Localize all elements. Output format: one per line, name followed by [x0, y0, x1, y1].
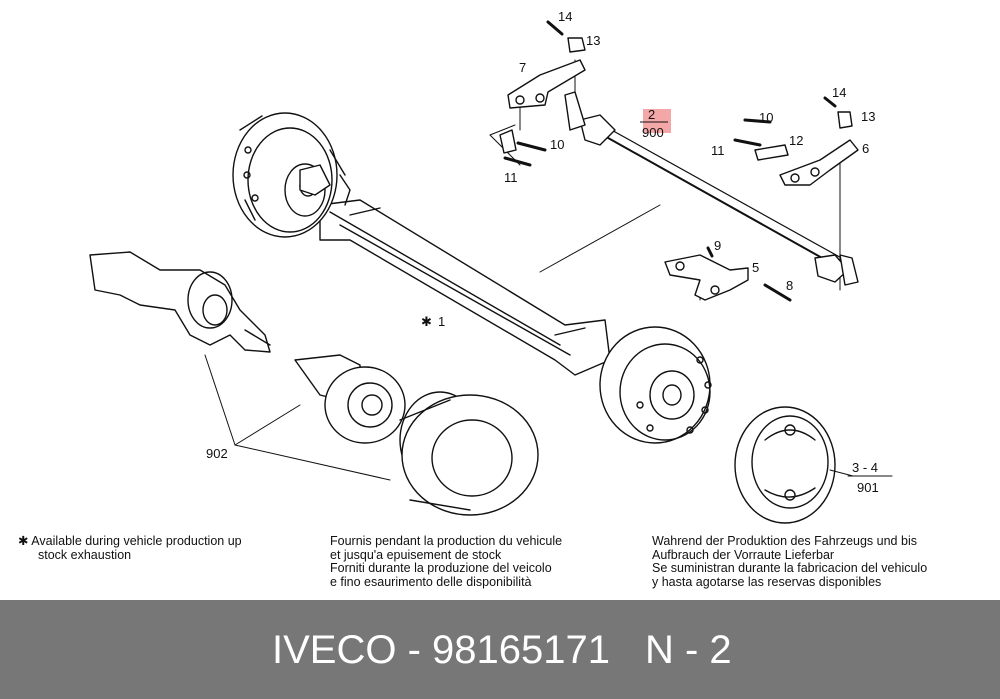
note-fr-it: Fournis pendant la production du vehicul…	[330, 534, 563, 589]
note-en: ✱ Available during vehicle production up…	[18, 534, 242, 562]
note-en-line-1: Available during vehicle production up	[31, 534, 242, 548]
note-it-line-1: Forniti durante la produzione del veicol…	[330, 561, 552, 575]
callout-12: 12	[789, 133, 803, 148]
callout-6: 6	[862, 141, 869, 156]
brake-drum-902	[399, 391, 539, 516]
steering-arm-6	[733, 96, 859, 186]
callout-901: 901	[857, 480, 879, 495]
callout-10-right: 10	[759, 110, 773, 125]
brand-part-number: IVECO - 98165171	[272, 628, 610, 672]
note-de-line-2: Aufbrauch der Vorraute Lieferbar	[652, 547, 835, 562]
callout-902: 902	[206, 446, 228, 461]
note-es-line-1: Se suministran durante la fabricacion de…	[652, 561, 928, 575]
callout-1-mark: ✱	[421, 314, 432, 329]
callout-10-left: 10	[550, 137, 564, 152]
note-de-es: Wahrend der Produktion des Fahrzeugs und…	[652, 534, 928, 589]
note-de-line-1: Wahrend der Produktion des Fahrzeugs und…	[652, 534, 917, 548]
footer-bar: IVECO - 98165171 N - 2	[0, 600, 1000, 699]
highlight-part-2	[643, 109, 671, 133]
callout-3-4: 3 - 4	[852, 460, 878, 475]
callout-8: 8	[786, 278, 793, 293]
callout-900: 900	[642, 125, 664, 140]
callout-7: 7	[519, 60, 526, 75]
wheel-hub	[294, 354, 406, 444]
steering-knuckle-left	[299, 164, 351, 206]
availability-notes: ✱ Available during vehicle production up…	[0, 534, 1000, 595]
callout-5: 5	[752, 260, 759, 275]
note-fr-line-1: Fournis pendant la production du vehicul…	[330, 534, 563, 548]
brake-backing-plate	[734, 406, 836, 524]
front-axle-beam	[319, 199, 611, 376]
note-it-line-2: e fino esaurimento delle disponibilità	[330, 574, 532, 589]
note-es-line-2: y hasta agotarse las reservas disponible…	[652, 574, 882, 589]
steering-arm-7	[507, 59, 586, 109]
group-code: N - 2	[645, 628, 732, 672]
parts-diagram: 14 13 7 10 11 2 900 10 11 12 14 13 6 9 5…	[89, 9, 893, 524]
callout-14-upper: 14	[558, 9, 572, 24]
callout-13-right: 13	[861, 109, 875, 124]
callout-14-right: 14	[832, 85, 846, 100]
star-icon: ✱	[18, 534, 29, 548]
drop-arm-5	[664, 246, 792, 302]
callout-9: 9	[714, 238, 721, 253]
note-fr-line-2: et jusqu'a epuisement de stock	[330, 547, 502, 562]
tie-rod	[564, 91, 859, 286]
right-brake-drum	[599, 326, 712, 444]
callout-13-upper: 13	[586, 33, 600, 48]
callout-1: 1	[438, 314, 445, 329]
spindle-assembly	[89, 251, 271, 353]
note-en-line-2: stock exhaustion	[38, 547, 132, 562]
bolt-nut-set-upper	[499, 20, 586, 167]
callout-11-left: 11	[504, 170, 518, 185]
callout-11-right: 11	[711, 143, 725, 158]
callout-part-2: 2	[648, 107, 655, 122]
